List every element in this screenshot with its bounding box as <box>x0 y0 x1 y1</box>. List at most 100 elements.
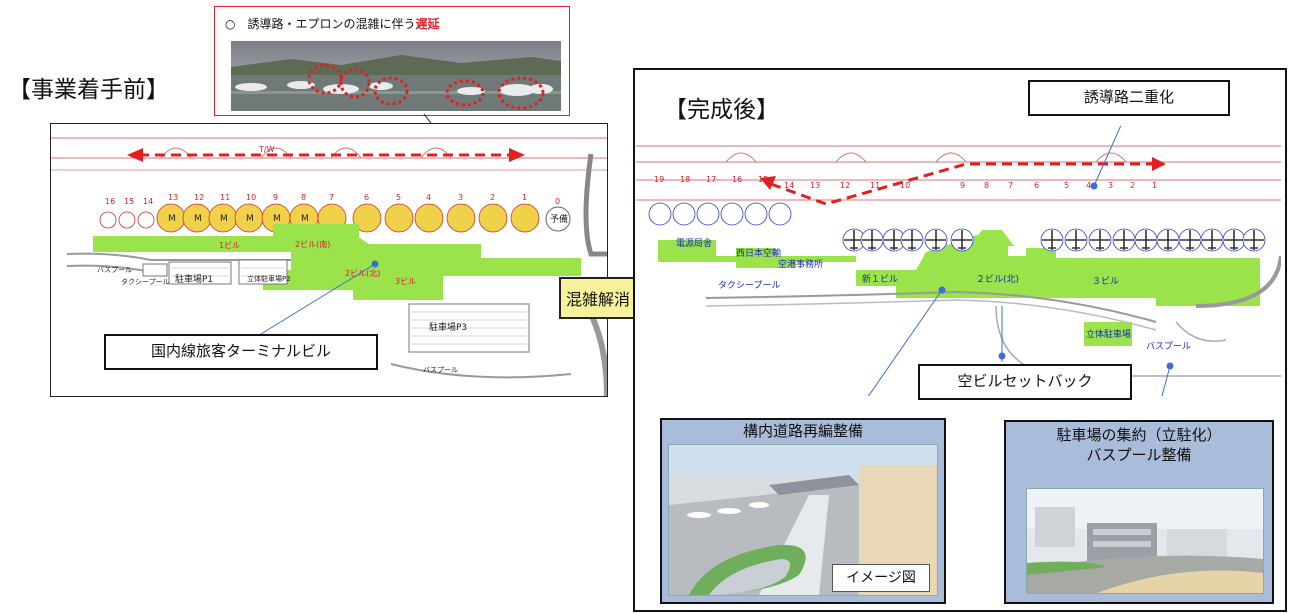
spot-number: 16 <box>732 175 742 184</box>
stand-number: 11 <box>220 193 230 202</box>
stand-number: 6 <box>364 193 369 202</box>
taxiway-label: T/W <box>258 145 275 154</box>
spot-number: 14 <box>784 181 794 190</box>
stand-number: 1 <box>522 193 527 202</box>
image-label: イメージ図 <box>832 564 930 592</box>
spot-number: 2 <box>1130 181 1135 190</box>
stand-number: 10 <box>246 193 256 202</box>
stand-number: 15 <box>124 197 134 206</box>
spot-number: 17 <box>706 175 716 184</box>
stand-number: 13 <box>168 193 178 202</box>
parking-consolidation-panel: 駐車場の集約（立駐化） バスプール整備 <box>1004 420 1274 604</box>
stand-number: 3 <box>458 193 463 202</box>
taxi-pool-label: タクシープール <box>718 280 780 291</box>
spot-number: 7 <box>1008 181 1013 190</box>
bldg-2-north: 2ビル(北) <box>345 269 380 278</box>
aircraft-icon <box>902 230 922 250</box>
nishinippon-label: 西日本空輸 <box>736 247 781 259</box>
aircraft-icon <box>952 230 972 250</box>
spot-number: 13 <box>810 181 820 190</box>
stand-m-mark: M <box>301 214 309 224</box>
bus-pool-west: バスプール <box>97 266 132 274</box>
small-spot <box>744 202 768 226</box>
before-heading: 【事業着手前】 <box>8 77 169 103</box>
stand-number: 2 <box>490 193 495 202</box>
road-reorg-image <box>668 444 938 596</box>
small-spot <box>768 202 792 226</box>
stand-number: 8 <box>301 193 306 202</box>
aircraft-icon <box>1042 230 1062 250</box>
before-terminal-callout: 国内線旅客ターミナルビル <box>104 334 378 370</box>
parking-garage-label: 立体駐車場 <box>1086 328 1131 340</box>
aircraft-icon <box>862 230 882 250</box>
parking-p3: 駐車場P3 <box>429 321 467 333</box>
aircraft-icon <box>1224 230 1244 250</box>
after-heading: 【完成後】 <box>664 97 779 123</box>
small-spot <box>720 202 744 226</box>
aircraft-icon <box>1090 230 1110 250</box>
bldg-3-label: ３ビル <box>1092 276 1119 287</box>
bus-pool-east: バスプール <box>423 366 458 374</box>
parking-p1: 駐車場P1 <box>175 273 213 285</box>
stand-3 <box>446 203 476 233</box>
stand-number: 0 <box>555 197 560 206</box>
new-bldg-1-label: 新１ビル <box>862 273 898 285</box>
taxi-pool-west: タクシープール <box>121 277 170 286</box>
stand-spare-label: 予備 <box>550 213 568 225</box>
stand-number: 5 <box>396 193 401 202</box>
spot-number: 6 <box>1034 181 1039 190</box>
spot-number: 9 <box>960 181 965 190</box>
spot-number: 15 <box>758 175 768 184</box>
spot-number: 19 <box>654 175 664 184</box>
aircraft-icon <box>1202 230 1222 250</box>
stand-4 <box>414 203 444 233</box>
congestion-photo <box>231 41 561 111</box>
double-taxiway-callout: 誘導路二重化 <box>1028 80 1230 116</box>
stand-spare <box>545 206 571 232</box>
stand-number: 9 <box>273 193 278 202</box>
spot-number: 1 <box>1152 181 1157 190</box>
stand-number: 7 <box>329 193 334 202</box>
photo-caption-delay: 遅延 <box>415 17 440 31</box>
aircraft-icon <box>1136 230 1156 250</box>
stand-1 <box>510 203 540 233</box>
stand-m-mark: M <box>273 214 281 224</box>
stand-5 <box>384 203 414 233</box>
aircraft-icon <box>1158 230 1178 250</box>
stand-number: 16 <box>105 197 115 206</box>
aircraft-icon <box>1066 230 1086 250</box>
bldg-2-south: 2ビル(南) <box>295 239 330 249</box>
stand-m-mark: M <box>246 214 254 224</box>
bus-pool-label: バスプール <box>1146 341 1191 352</box>
spot-number: 8 <box>984 181 989 190</box>
stand-number: 12 <box>194 193 204 202</box>
stand-14 <box>137 211 155 229</box>
bldg-3: 3ビル <box>395 277 416 286</box>
bldg-2-north-label: ２ビル(北) <box>976 274 1019 285</box>
spot-number: 18 <box>680 175 690 184</box>
small-spot <box>648 202 672 226</box>
stand-m-mark: M <box>168 214 176 224</box>
spot-number: 12 <box>840 181 850 190</box>
parking-image <box>1026 488 1264 594</box>
congestion-photo-box: ○ 誘導路・エプロンの混雑に伴う遅延 <box>214 6 570 116</box>
spot-number: 11 <box>870 181 880 190</box>
parking-p2: 立体駐車場P2 <box>247 274 291 283</box>
stand-number: 14 <box>143 197 153 206</box>
stand-number: 4 <box>426 193 431 202</box>
stand-2 <box>478 203 508 233</box>
power-house-label: 電源局舎 <box>676 238 712 249</box>
stand-15 <box>118 211 136 229</box>
aircraft-icon <box>926 230 946 250</box>
bus-pool-title: バスプール整備 <box>1086 445 1192 464</box>
small-spot <box>696 202 720 226</box>
spot-number: 10 <box>900 181 910 190</box>
small-spot <box>672 202 696 226</box>
congestion-resolved-label: 混雑解消 <box>566 290 631 309</box>
aircraft-icon <box>1244 230 1264 250</box>
road-reorg-title: 構内道路再編整備 <box>742 422 863 440</box>
photo-caption: ○ 誘導路・エプロンの混雑に伴う遅延 <box>225 15 440 32</box>
spot-number: 3 <box>1108 181 1113 190</box>
road-reorg-panel: 構内道路再編整備 イメージ図 <box>660 418 946 604</box>
